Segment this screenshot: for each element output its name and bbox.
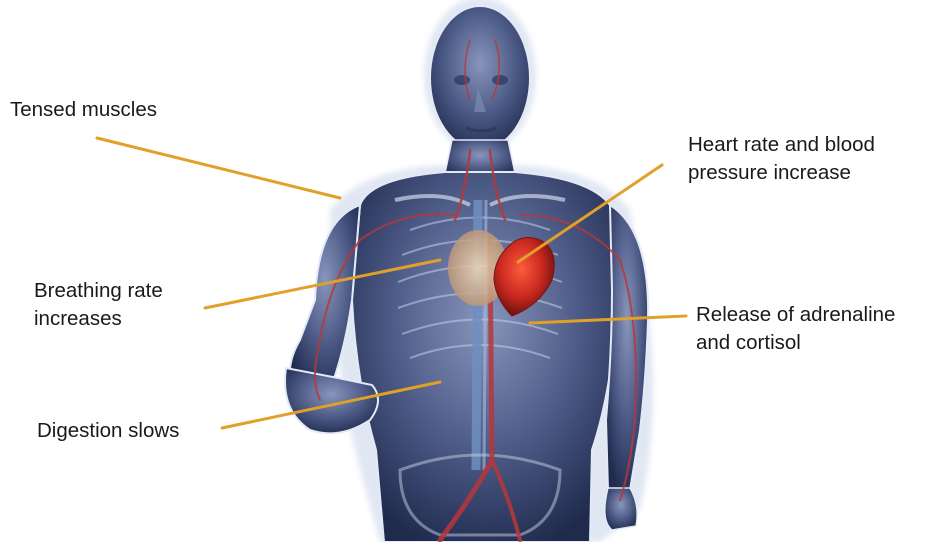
label-line: Tensed muscles xyxy=(10,96,157,124)
leader-line-tensed-muscles xyxy=(97,138,340,198)
label-breathing-rate: Breathing rate increases xyxy=(34,277,163,333)
label-line: Release of adrenaline xyxy=(696,301,895,329)
head xyxy=(430,6,530,150)
label-line: Breathing rate xyxy=(34,277,163,305)
label-tensed-muscles: Tensed muscles xyxy=(10,96,157,124)
label-line: pressure increase xyxy=(688,159,875,187)
label-line: Heart rate and blood xyxy=(688,131,875,159)
label-digestion: Digestion slows xyxy=(37,417,179,445)
label-adrenaline: Release of adrenaline and cortisol xyxy=(696,301,895,357)
label-line: and cortisol xyxy=(696,329,895,357)
label-line: Digestion slows xyxy=(37,417,179,445)
label-heart-rate: Heart rate and blood pressure increase xyxy=(688,131,875,187)
human-body-illustration xyxy=(285,0,653,542)
label-line: increases xyxy=(34,305,163,333)
